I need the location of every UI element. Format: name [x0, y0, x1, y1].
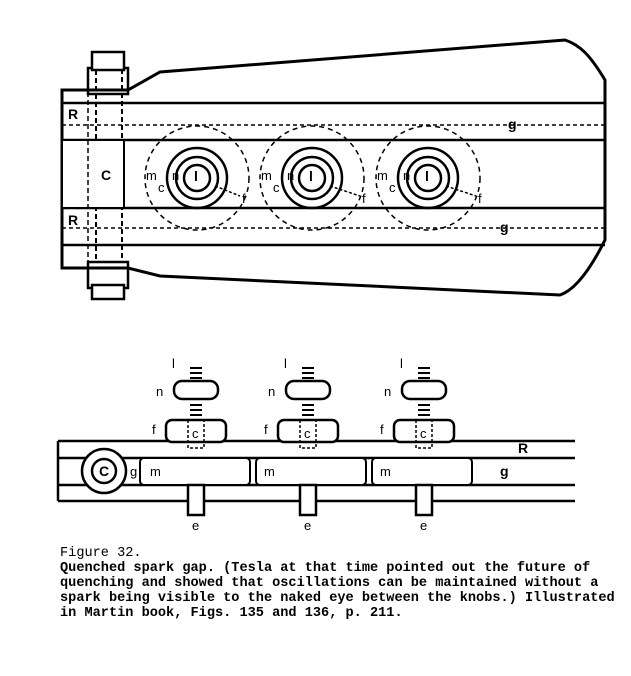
electrode-unit-2 [259, 125, 365, 231]
svg-text:f: f [478, 191, 482, 206]
label-C: C [101, 167, 111, 183]
figure-caption: Figure 32. Quenched spark gap. (Tesla at… [60, 546, 625, 621]
svg-text:m: m [264, 464, 275, 479]
svg-text:f: f [264, 422, 268, 437]
svg-text:e: e [420, 518, 427, 533]
electrode-unit-1 [144, 125, 250, 231]
svg-text:m: m [380, 464, 391, 479]
svg-text:c: c [158, 180, 165, 195]
caption-text: Quenched spark gap. (Tesla at that time … [60, 561, 615, 621]
svg-text:n: n [403, 168, 410, 183]
svg-text:c: c [389, 180, 396, 195]
svg-text:e: e [192, 518, 199, 533]
label-R-lower: R [68, 212, 78, 228]
svg-text:c: c [273, 180, 280, 195]
svg-text:f: f [380, 422, 384, 437]
svg-text:n: n [156, 384, 163, 399]
svg-text:l: l [309, 168, 313, 184]
svg-text:m: m [377, 168, 388, 183]
label-g-left: g [130, 464, 137, 479]
svg-text:m: m [146, 168, 157, 183]
svg-text:n: n [172, 168, 179, 183]
bolt-assembly-2 [276, 367, 340, 517]
bolt-head-bottom [86, 260, 130, 290]
svg-text:c: c [304, 426, 311, 441]
svg-text:l: l [194, 168, 198, 184]
figure-number: Figure 32. [60, 546, 142, 561]
label-g-upper: g [508, 116, 517, 132]
svg-text:l: l [400, 356, 403, 371]
svg-text:l: l [284, 356, 287, 371]
plate-outline [60, 38, 607, 297]
svg-text:c: c [420, 426, 427, 441]
label-C-bottom: C [99, 463, 109, 479]
svg-text:l: l [425, 168, 429, 184]
svg-text:f: f [152, 422, 156, 437]
bolt-assembly-3 [392, 367, 456, 517]
svg-text:m: m [261, 168, 272, 183]
svg-text:f: f [362, 191, 366, 206]
label-R-upper: R [68, 106, 78, 122]
label-R: R [518, 440, 528, 456]
label-g-right: g [500, 463, 509, 479]
svg-text:n: n [384, 384, 391, 399]
svg-text:f: f [242, 191, 246, 206]
svg-text:c: c [192, 426, 199, 441]
svg-text:m: m [150, 464, 161, 479]
electrode-unit-3 [375, 125, 481, 231]
bolt-assembly-1 [164, 367, 228, 517]
svg-text:e: e [304, 518, 311, 533]
svg-text:n: n [268, 384, 275, 399]
svg-text:n: n [287, 168, 294, 183]
label-g-lower: g [500, 219, 509, 235]
svg-text:l: l [172, 356, 175, 371]
